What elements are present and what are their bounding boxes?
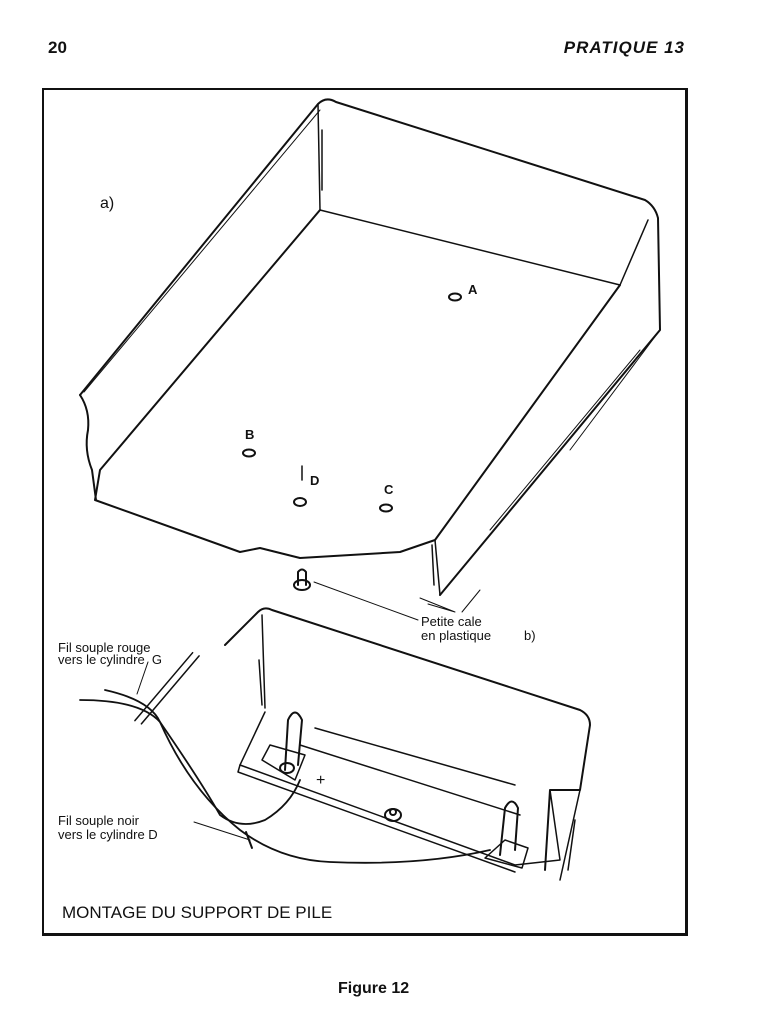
figure-caption: MONTAGE DU SUPPORT DE PILE bbox=[62, 903, 333, 922]
spacer-label-line1: Petite cale bbox=[421, 614, 482, 629]
hole-label-b: B bbox=[245, 427, 255, 442]
figure-frame bbox=[42, 88, 688, 936]
plus-sign: + bbox=[316, 772, 326, 789]
hole-label-c: C bbox=[384, 482, 394, 497]
red-wire-label-line2: vers le cylindre G bbox=[58, 652, 163, 667]
hole-label-a: A bbox=[468, 282, 478, 297]
hole-label-d: D bbox=[310, 473, 320, 488]
part-b-label: b) bbox=[524, 628, 536, 643]
battery-holder-b-drawing bbox=[79, 607, 591, 881]
black-wire-label-line1: Fil souple noir bbox=[58, 813, 139, 828]
part-a-label: a) bbox=[100, 195, 115, 212]
black-wire-label-line2: vers le cylindre D bbox=[58, 827, 158, 842]
running-title: PRATIQUE 13 bbox=[563, 38, 685, 57]
red-wire-label-line1: Fil souple rouge bbox=[58, 640, 151, 655]
figure-title: Figure 12 bbox=[338, 980, 410, 997]
spacer-label-line2: en plastique bbox=[421, 628, 492, 643]
tray-a-drawing bbox=[79, 98, 661, 621]
page-number: 20 bbox=[48, 38, 67, 57]
